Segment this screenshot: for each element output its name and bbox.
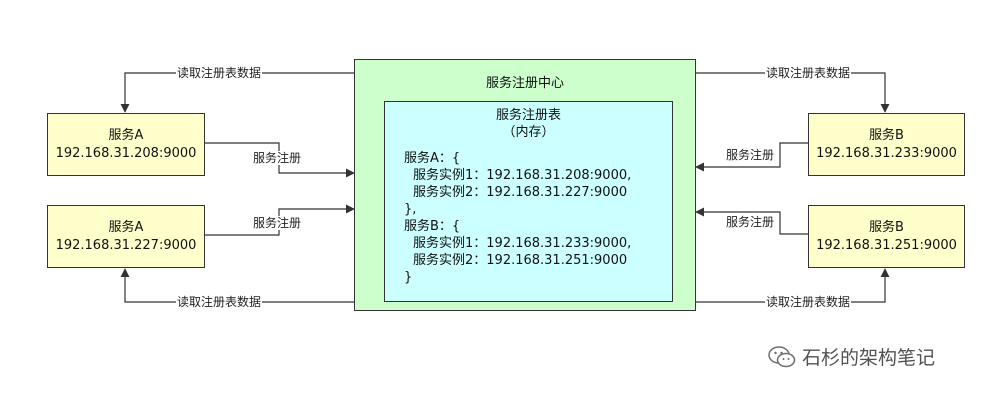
service-name: 服务A [108, 127, 144, 143]
read-edge-label: 读取注册表数据 [765, 295, 852, 309]
register-edge-label: 服务注册 [252, 216, 303, 230]
registry-line: } [404, 270, 413, 285]
registry-line: 服务B：{ [404, 219, 461, 234]
register-edge-label: 服务注册 [252, 151, 303, 165]
service-a2-node: 服务A 192.168.31.227:9000 [47, 205, 205, 268]
read-edge-label: 读取注册表数据 [765, 66, 852, 80]
service-name: 服务A [108, 219, 144, 235]
registry-center-node: 服务注册中心 服务注册表 （内存） 服务A：{ 服务实例1：192.168.31… [354, 59, 696, 311]
register-edge-label: 服务注册 [725, 148, 776, 162]
read-edge-b1 [696, 72, 890, 113]
watermark-text: 石杉的架构笔记 [802, 347, 936, 369]
read-edge-a2 [120, 268, 354, 303]
read-edge-a1 [120, 72, 354, 113]
registry-table-subtitle: （内存） [502, 125, 555, 140]
read-edge-label: 读取注册表数据 [176, 66, 263, 80]
read-edge-b2 [696, 268, 890, 303]
register-edge-b2 [695, 207, 808, 235]
service-address: 192.168.31.233:9000 [816, 145, 957, 161]
service-b1-node: 服务B 192.168.31.233:9000 [808, 113, 965, 176]
registry-line: 服务实例1：192.168.31.233:9000, [413, 236, 632, 251]
registry-line: 服务A：{ [404, 151, 461, 166]
service-address: 192.168.31.227:9000 [55, 237, 197, 253]
service-name: 服务B [869, 219, 904, 235]
registry-line: 服务实例2：192.168.31.227:9000 [413, 185, 628, 200]
service-b2-node: 服务B 192.168.31.251:9000 [808, 205, 965, 268]
registry-line: 服务实例2：192.168.31.251:9000 [413, 253, 628, 268]
registry-table-title: 服务注册表 [495, 108, 561, 123]
registry-line: 服务实例1：192.168.31.208:9000, [413, 168, 632, 183]
read-edge-label: 读取注册表数据 [176, 295, 263, 309]
watermark: 石杉的架构笔记 [768, 343, 935, 370]
service-name: 服务B [869, 127, 904, 143]
registry-table-node: 服务注册表 （内存） 服务A：{ 服务实例1：192.168.31.208:90… [384, 101, 673, 302]
service-a1-node: 服务A 192.168.31.208:9000 [47, 113, 205, 176]
service-address: 192.168.31.251:9000 [816, 237, 957, 253]
registry-center-title: 服务注册中心 [485, 76, 564, 91]
service-address: 192.168.31.208:9000 [55, 145, 197, 161]
registry-line: }, [404, 202, 417, 217]
registry-entries: 服务A：{ 服务实例1：192.168.31.208:9000, 服务实例2：1… [385, 150, 672, 286]
register-edge-b1 [695, 142, 808, 172]
register-edge-label: 服务注册 [725, 215, 776, 229]
wechat-icon [768, 345, 796, 367]
